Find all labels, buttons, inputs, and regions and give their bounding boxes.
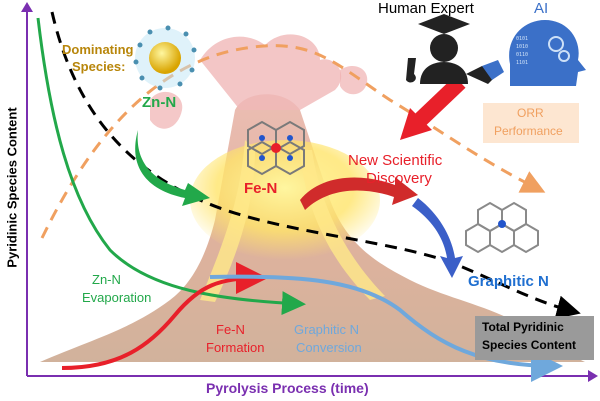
to-graphitic-n-arrow [412,198,463,278]
human-expert-icon [406,14,470,84]
new-scientific-discovery-line1: New Scientific [348,152,442,169]
volcano-plume-right [340,66,367,94]
y-axis-label: Pyridinic Species Content [5,98,20,278]
dominating-species-label-line2: Species: [72,59,125,74]
fe-formation-label-line2: Formation [206,340,265,355]
zn-n-cluster-image [134,26,196,90]
graphitic-n-molecule-image [466,203,538,252]
total-pyridinic-label-line1: Total Pyridinic [482,320,564,334]
handshake-icon [466,60,504,84]
ai-head-icon: 0101 1010 0110 1101 [509,20,586,86]
graphitic-n-label: Graphitic N [468,273,549,290]
graphitic-conversion-label-line2: Conversion [296,340,362,355]
zn-evaporation-label-line1: Zn-N [92,272,121,287]
graphitic-conversion-label-line1: Graphitic N [294,322,359,337]
svg-text:1010: 1010 [516,44,528,50]
zn-to-fe-arrow [135,130,210,206]
y-axis-arrowhead [21,2,33,12]
svg-text:0101: 0101 [516,36,528,42]
fe-n-label: Fe-N [244,180,277,197]
zn-evaporation-label-line2: Evaporation [82,290,151,305]
fe-formation-label-line1: Fe-N [216,322,245,337]
orr-label-line2: Performance [494,124,563,138]
svg-text:0110: 0110 [516,52,528,58]
orr-label-line1: ORR [517,106,544,120]
x-axis-arrowhead [588,370,598,382]
zn-n-label: Zn-N [142,94,176,111]
volcano-eruption [200,34,341,110]
human-expert-label: Human Expert [378,0,474,17]
x-axis-label: Pyrolysis Process (time) [206,380,369,396]
dominating-species-label-line1: Dominating [62,42,134,57]
new-scientific-discovery-line2: Discovery [366,170,432,187]
ai-label: AI [534,0,548,17]
total-pyridinic-label-line2: Species Content [482,338,576,352]
svg-text:1101: 1101 [516,60,528,66]
